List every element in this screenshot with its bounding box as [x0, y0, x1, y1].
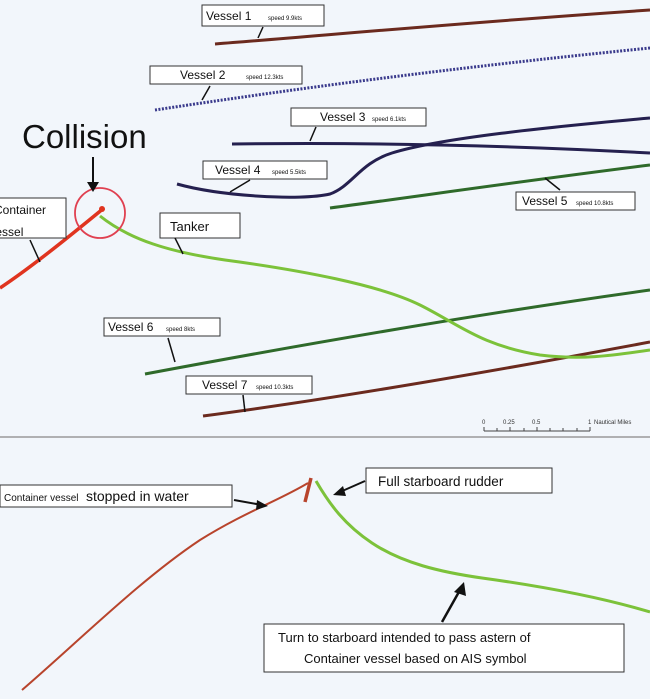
container-label-pointer	[29, 239, 41, 263]
vessel-7-speed: speed 10.3kts	[256, 385, 293, 391]
vessel-6-speed: speed 8kts	[166, 327, 195, 333]
turn-label-arrow	[440, 589, 462, 623]
scale-tick-label: 0.25	[503, 420, 515, 426]
scale-bar: 0 0.25 0.5 1 Nautical Miles	[482, 420, 631, 432]
container-label-line2: Vessel	[0, 225, 23, 239]
stopped-label-box	[0, 484, 233, 508]
vessel-4-speed: speed 5.5kts	[272, 170, 306, 176]
vessel-4-track	[176, 116, 650, 199]
tanker-track-zoom	[314, 480, 650, 614]
rudder-label-box	[365, 467, 553, 494]
turn-label-arrowhead	[454, 582, 466, 596]
vessel-7-name: Vessel 7	[202, 378, 248, 392]
vessel-4-pointer	[229, 179, 251, 193]
collision-arrowhead	[87, 182, 99, 192]
container-label-line1: Container	[0, 203, 46, 217]
vessel-6-track	[144, 288, 650, 376]
vessel-1-label-box	[201, 4, 325, 27]
vessel-3-label-box	[290, 107, 427, 127]
vessel-7-label-box	[185, 375, 313, 395]
vessel-5-pointer	[544, 177, 561, 191]
vessel-3-name: Vessel 3	[320, 110, 366, 124]
vessel-2-label-box	[149, 65, 303, 85]
collision-label: Collision	[22, 118, 147, 155]
vessel-7-track	[202, 340, 650, 418]
vessel-2-track	[154, 46, 650, 112]
vessel-3-speed: speed 6.1kts	[372, 117, 406, 123]
container-vessel-track	[0, 206, 106, 290]
vessel-2-pointer	[201, 85, 211, 101]
collision-circle	[74, 187, 126, 239]
scale-tick-label: 0	[482, 420, 486, 426]
vessel-5-name: Vessel 5	[522, 194, 568, 208]
vessel-1-speed: speed 9.9kts	[268, 16, 302, 22]
vessel-6-label-box	[103, 317, 221, 337]
top-panel-background	[0, 0, 650, 436]
stopped-label-big: stopped in water	[86, 488, 189, 504]
turn-label-line2: Container vessel based on AIS symbol	[304, 651, 527, 666]
turn-label-line1: Turn to starboard intended to pass aster…	[278, 630, 531, 645]
container-label-box	[0, 197, 67, 239]
container-vessel-track-zoom	[21, 482, 309, 691]
scale-unit-label: Nautical Miles	[594, 420, 631, 426]
vessel-3-track	[231, 141, 650, 155]
vessel-6-pointer	[167, 337, 176, 363]
vessel-1-track	[214, 8, 650, 46]
scale-tick-label: 1	[588, 420, 592, 426]
vessel-4-name: Vessel 4	[215, 163, 261, 177]
vessel-6-name: Vessel 6	[108, 320, 154, 334]
tanker-label-pointer	[174, 237, 184, 255]
rudder-label: Full starboard rudder	[378, 474, 504, 489]
vessel-2-speed: speed 12.3kts	[246, 75, 283, 81]
stopped-label: Container vessel stopped in water	[4, 488, 189, 505]
tanker-label: Tanker	[170, 219, 210, 234]
vessel-5-label-box	[515, 191, 636, 211]
vessel-3-pointer	[309, 126, 317, 142]
turn-label-box	[263, 623, 625, 673]
collision-point	[99, 206, 105, 212]
vessel-5-track	[329, 163, 650, 210]
vessel-4-label-box	[202, 160, 328, 180]
stopped-label-arrowhead	[256, 500, 268, 510]
vessel-1-name: Vessel 1	[206, 9, 252, 23]
vessel-7-pointer	[242, 394, 246, 413]
vessel-2-name: Vessel 2	[180, 68, 226, 82]
tanker-label-box	[159, 212, 241, 239]
vessel-1-pointer	[257, 26, 264, 39]
container-vessel-stop-mark	[303, 477, 313, 503]
vessel-5-speed: speed 10.8kts	[576, 201, 613, 207]
rudder-label-arrowhead	[333, 486, 346, 496]
scale-tick-label: 0.5	[532, 420, 541, 426]
stopped-label-small: Container vessel	[4, 493, 78, 504]
